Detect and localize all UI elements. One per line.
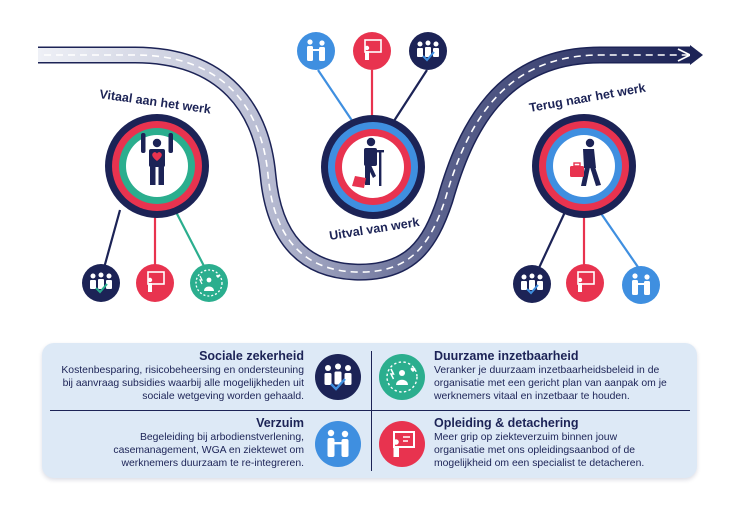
small-icon-terug-presentation-board [566, 264, 604, 302]
phase-circle-uitval [321, 115, 425, 219]
connectors-terug [537, 211, 641, 271]
phase-label-vitaal: Vitaal aan het werk [99, 87, 212, 117]
small-icon-uitval-two-people [297, 32, 335, 70]
phase-label-uitval: Uitval van werk [328, 215, 420, 243]
service-line: bij aanvraag subsidies waarbij alle moge… [62, 378, 304, 389]
person-energy-heart-icon [379, 354, 425, 400]
connectors-uitval [317, 69, 428, 129]
small-icon-terug-group-checklist [513, 265, 551, 303]
connectors-vitaal [102, 209, 206, 269]
small-icon-terug-two-people [622, 266, 660, 304]
service-title: Verzuim [256, 416, 304, 430]
service-duurzame-inzetbaarheid: Duurzame inzetbaarheid Veranker je duurz… [434, 349, 692, 403]
injured-person-crutch-icon [352, 137, 384, 188]
two-people-icon [315, 421, 361, 467]
service-title: Opleiding & detachering [434, 416, 579, 430]
small-icon-vitaal-presentation-board [136, 264, 174, 302]
panel-horizontal-divider [50, 410, 690, 411]
service-line: organisatie met een gericht plan van aan… [434, 378, 667, 389]
road [38, 45, 703, 281]
service-opleiding-detachering: Opleiding & detachering Meer grip op zie… [434, 416, 692, 470]
service-line: werknemers vitaal en inzetbaar te houden… [434, 391, 630, 402]
service-line: Meer grip op ziekteverzuim binnen jouw [434, 432, 618, 443]
cheering-person-icon [141, 133, 173, 185]
phase-circle-vitaal [105, 114, 209, 218]
service-line: werknemers duurzaam te re-integreren. [121, 458, 305, 469]
presentation-board-icon [379, 421, 425, 467]
service-line: Veranker je duurzaam inzetbaarheidsbelei… [434, 365, 660, 376]
service-line: organisatie met ons opleidingsaanbod of … [434, 445, 636, 456]
panel-vertical-divider [371, 351, 372, 471]
group-checklist-icon [315, 354, 361, 400]
service-line: casemanagement, WGA en ziektewet om [113, 445, 304, 456]
service-line: mogelijkheid om een specialist te detach… [434, 458, 645, 469]
service-title: Sociale zekerheid [199, 349, 304, 363]
small-icon-uitval-group-checklist [409, 32, 447, 70]
phase-circle-terug [532, 114, 636, 218]
road-dashes [44, 54, 688, 273]
walking-person-briefcase-icon [570, 138, 601, 186]
service-line: Kostenbesparing, risicobeheersing en ond… [61, 365, 304, 376]
service-line: Begeleiding bij arbodienstverlening, [139, 432, 304, 443]
service-sociale-zekerheid: Sociale zekerheid Kostenbesparing, risic… [50, 349, 304, 403]
small-icon-vitaal-group-checklist [82, 264, 120, 302]
service-title: Duurzame inzetbaarheid [434, 349, 579, 363]
service-line: sociale wetgeving worden gehaald. [142, 391, 304, 402]
small-icon-vitaal-person-energy-heart [190, 264, 228, 302]
services-panel: Sociale zekerheid Kostenbesparing, risic… [42, 343, 697, 478]
service-verzuim: Verzuim Begeleiding bij arbodienstverlen… [50, 416, 304, 470]
small-icon-uitval-presentation-board [353, 32, 391, 70]
phase-label-terug: Terug naar het werk [528, 81, 647, 115]
